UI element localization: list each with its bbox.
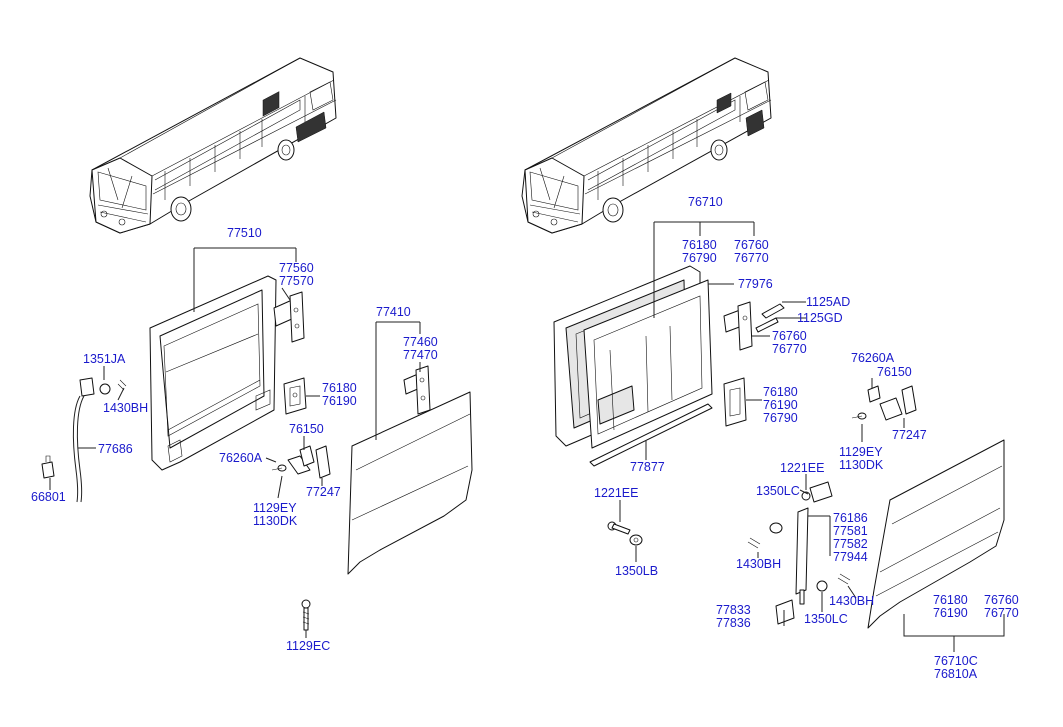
label-76770-a[interactable]: 76770 [734, 251, 769, 265]
label-77247[interactable]: 77247 [306, 485, 341, 499]
part-labels-right: 76710 76180 76790 76760 76770 77976 1125… [594, 195, 1019, 681]
right-washer-1350lb [629, 534, 643, 546]
left-bolt-1129ec [301, 599, 311, 631]
label-76710[interactable]: 76710 [688, 195, 723, 209]
label-1430bh-left[interactable]: 1430BH [736, 557, 781, 571]
right-stopper [851, 385, 917, 421]
label-1351ja[interactable]: 1351JA [83, 352, 126, 366]
label-76760-a[interactable]: 76760 [734, 238, 769, 252]
label-1129ey-r[interactable]: 1129EY [839, 445, 883, 459]
left-clip-66801 [41, 455, 55, 479]
label-77833[interactable]: 77833 [716, 603, 751, 617]
label-76180-c[interactable]: 76180 [933, 593, 968, 607]
label-77582[interactable]: 77582 [833, 537, 868, 551]
label-1350lb[interactable]: 1350LB [615, 564, 658, 578]
label-77470[interactable]: 77470 [403, 348, 438, 362]
label-76180-b[interactable]: 76180 [763, 385, 798, 399]
label-1130dk[interactable]: 1130DK [253, 514, 298, 528]
label-76180-a[interactable]: 76180 [682, 238, 717, 252]
label-76190-b[interactable]: 76190 [763, 398, 798, 412]
left-door-frame [149, 275, 277, 471]
right-hinge-mid [723, 377, 747, 427]
label-76150[interactable]: 76150 [289, 422, 324, 436]
left-panel [347, 391, 473, 575]
label-76190[interactable]: 76190 [322, 394, 357, 408]
right-bus-illustration [521, 57, 772, 234]
left-stopper [271, 445, 331, 479]
label-77460[interactable]: 77460 [403, 335, 438, 349]
right-seal-strip [589, 403, 713, 467]
label-1221ee-grommet[interactable]: 1221EE [780, 461, 824, 475]
label-77944[interactable]: 77944 [833, 550, 868, 564]
label-1350lc-top[interactable]: 1350LC [756, 484, 800, 498]
label-77510[interactable]: 77510 [227, 226, 262, 240]
label-77877[interactable]: 77877 [630, 460, 665, 474]
label-77410[interactable]: 77410 [376, 305, 411, 319]
left-cable-77686 [72, 395, 85, 503]
label-77247-r[interactable]: 77247 [892, 428, 927, 442]
label-1350lc-bottom[interactable]: 1350LC [804, 612, 848, 626]
label-76710c[interactable]: 76710C [934, 654, 978, 668]
left-hinge-upper [273, 291, 305, 343]
right-hinge-upper [723, 301, 785, 351]
left-panel-hinge [403, 365, 431, 415]
label-77560[interactable]: 77560 [279, 261, 314, 275]
label-76760-c[interactable]: 76760 [984, 593, 1019, 607]
label-1430bh[interactable]: 1430BH [103, 401, 148, 415]
left-bus-illustration [89, 57, 337, 234]
label-77976[interactable]: 77976 [738, 277, 773, 291]
left-clip-1351ja [79, 377, 127, 397]
leader-lines [49, 221, 1005, 652]
label-76790-b[interactable]: 76790 [763, 411, 798, 425]
left-hinge-mid [283, 377, 307, 415]
label-76190-c[interactable]: 76190 [933, 606, 968, 620]
right-panel [867, 439, 1005, 629]
label-1430bh-right[interactable]: 1430BH [829, 594, 874, 608]
label-77686[interactable]: 77686 [98, 442, 133, 456]
label-76810a[interactable]: 76810A [934, 667, 978, 681]
label-66801[interactable]: 66801 [31, 490, 66, 504]
label-77836[interactable]: 77836 [716, 616, 751, 630]
label-76770-b[interactable]: 76770 [772, 342, 807, 356]
label-76790-a[interactable]: 76790 [682, 251, 717, 265]
label-1125ad[interactable]: 1125AD [806, 295, 850, 309]
right-door-frame-front [583, 279, 713, 449]
label-1129ec[interactable]: 1129EC [286, 639, 330, 653]
label-76150-r[interactable]: 76150 [877, 365, 912, 379]
label-76260a[interactable]: 76260A [219, 451, 263, 465]
label-76186[interactable]: 76186 [833, 511, 868, 525]
label-1125gd[interactable]: 1125GD [797, 311, 843, 325]
part-labels-left: 77510 77560 77570 76180 76190 76150 7626… [31, 226, 438, 653]
label-77570[interactable]: 77570 [279, 274, 314, 288]
label-1221ee-screw[interactable]: 1221EE [594, 486, 638, 500]
label-1129ey[interactable]: 1129EY [253, 501, 297, 515]
label-77581[interactable]: 77581 [833, 524, 868, 538]
right-strut-parts [747, 481, 851, 625]
label-76180[interactable]: 76180 [322, 381, 357, 395]
label-76760-b[interactable]: 76760 [772, 329, 807, 343]
label-76770-c[interactable]: 76770 [984, 606, 1019, 620]
label-76260a-r[interactable]: 76260A [851, 351, 895, 365]
right-screw-1221ee [607, 521, 631, 535]
label-1130dk-r[interactable]: 1130DK [839, 458, 884, 472]
